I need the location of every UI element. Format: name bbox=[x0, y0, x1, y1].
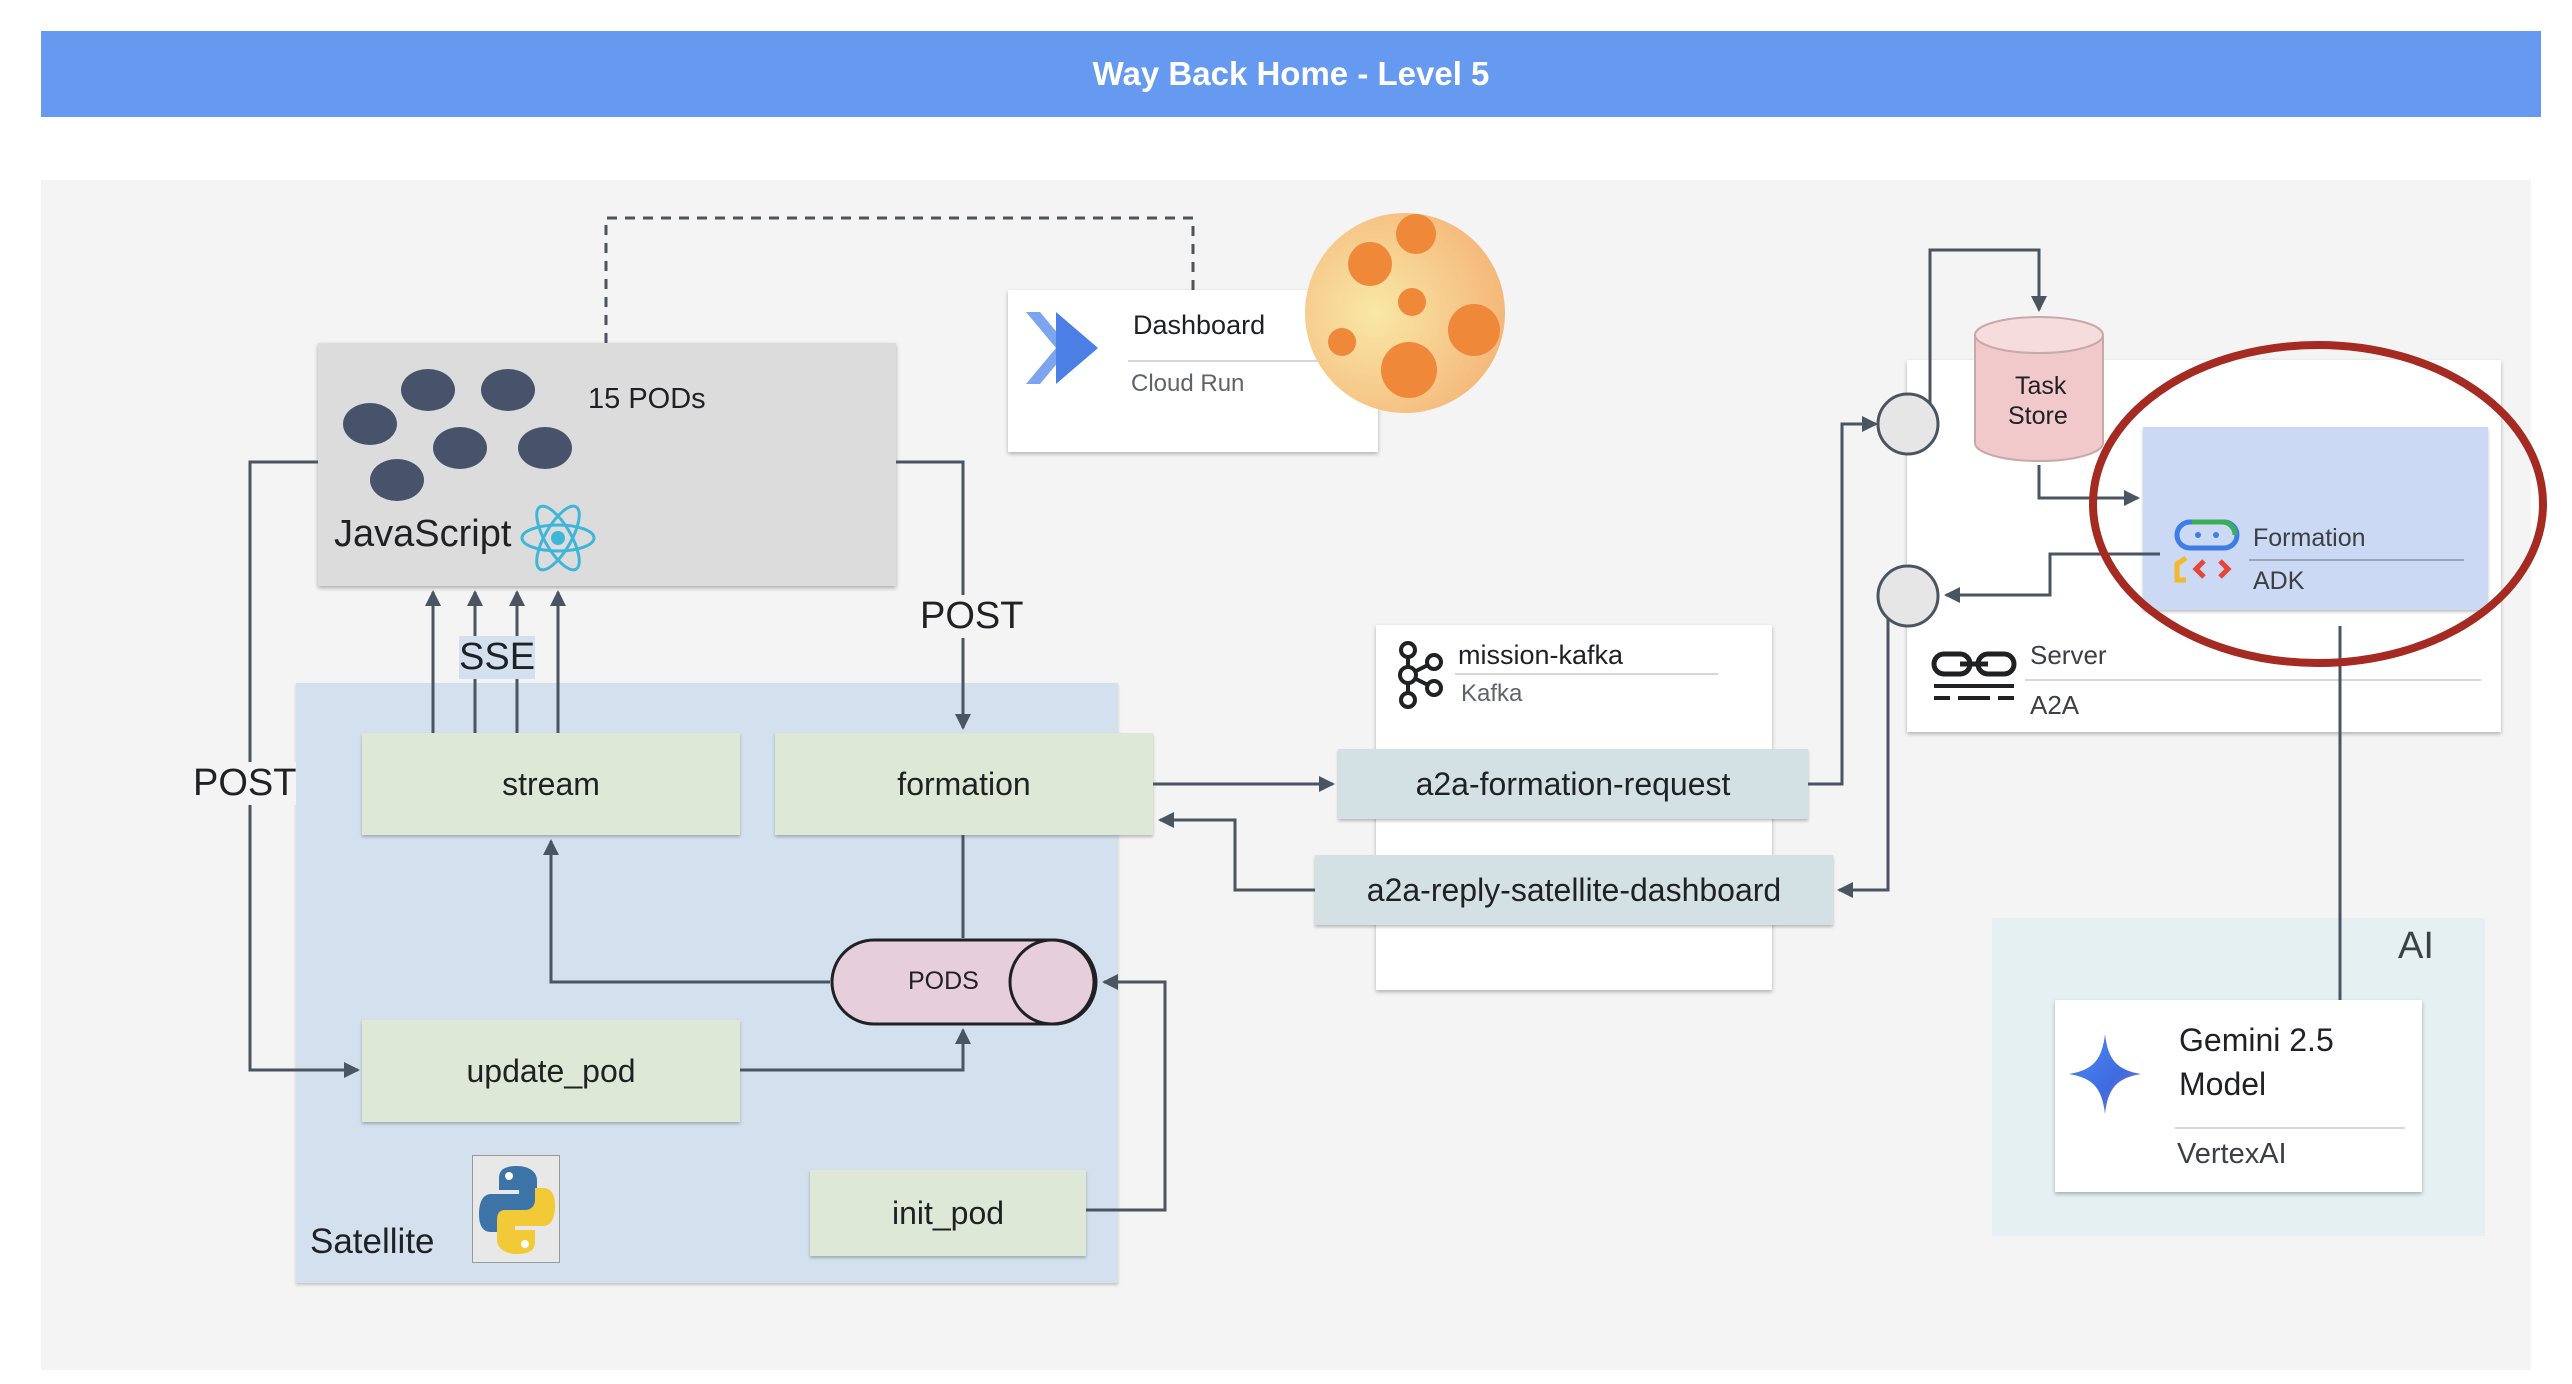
model-line1: Gemini 2.5 bbox=[2179, 1022, 2334, 1058]
post-left-label: POST bbox=[193, 762, 297, 805]
satellite-label: Satellite bbox=[310, 1222, 435, 1261]
dashboard-divider bbox=[1128, 360, 1343, 362]
adk-icon bbox=[2172, 516, 2242, 588]
model-line2: Model bbox=[2179, 1066, 2267, 1102]
stream-component: stream bbox=[362, 733, 740, 835]
gemini-card bbox=[2055, 1000, 2422, 1192]
update-pod-component: update_pod bbox=[362, 1020, 740, 1122]
pods-store-label: PODS bbox=[908, 967, 979, 995]
pods-cluster-icon bbox=[340, 360, 580, 510]
agent-divider bbox=[2249, 559, 2464, 561]
pods-count-label: 15 PODs bbox=[588, 383, 706, 415]
pods-store bbox=[830, 938, 1098, 1026]
reply-dashboard-topic: a2a-reply-satellite-dashboard bbox=[1315, 855, 1833, 925]
kafka-name: mission-kafka bbox=[1458, 640, 1624, 670]
javascript-label: JavaScript bbox=[334, 513, 512, 555]
react-icon bbox=[518, 502, 598, 574]
cloud-run-icon bbox=[1022, 306, 1106, 390]
formation-component: formation bbox=[775, 733, 1153, 835]
highlight-circle bbox=[2089, 341, 2547, 667]
model-platform: VertexAI bbox=[2177, 1138, 2287, 1170]
python-icon bbox=[472, 1155, 560, 1263]
sse-label: SSE bbox=[459, 636, 536, 679]
task-store bbox=[1972, 315, 2106, 465]
kafka-divider bbox=[1455, 673, 1718, 675]
task-store-line1: Task bbox=[2015, 372, 2067, 400]
init-pod-component: init_pod bbox=[810, 1170, 1086, 1256]
dashboard-platform: Cloud Run bbox=[1131, 370, 1245, 397]
formation-request-topic: a2a-formation-request bbox=[1338, 749, 1808, 819]
server-label: Server bbox=[2030, 640, 2107, 670]
ai-label: AI bbox=[2398, 925, 2434, 967]
server-protocol: A2A bbox=[2030, 690, 2080, 720]
agent-name: Formation bbox=[2253, 524, 2366, 552]
dashboard-name: Dashboard bbox=[1133, 310, 1266, 340]
agent-framework: ADK bbox=[2253, 567, 2305, 595]
formation-agent-box bbox=[2143, 427, 2488, 610]
a2a-icon bbox=[1930, 648, 2020, 708]
server-divider bbox=[2025, 679, 2481, 681]
kafka-icon bbox=[1394, 640, 1446, 710]
gemini-icon bbox=[2065, 1030, 2145, 1118]
task-store-line2: Store bbox=[2008, 402, 2068, 430]
kafka-platform: Kafka bbox=[1461, 680, 1523, 707]
gemini-divider bbox=[2175, 1127, 2405, 1129]
post-right-label: POST bbox=[920, 595, 1024, 638]
diagram-title: Way Back Home - Level 5 bbox=[41, 31, 2541, 117]
moon-icon bbox=[1302, 210, 1508, 416]
